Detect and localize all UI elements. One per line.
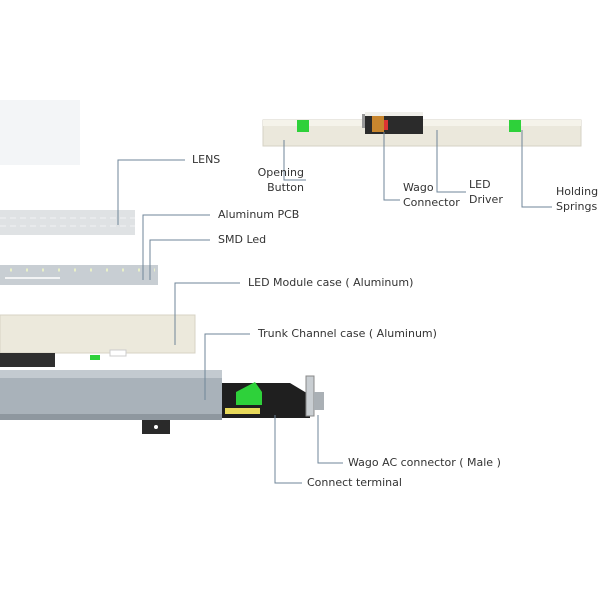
lens-part bbox=[0, 210, 135, 235]
label-line: Springs bbox=[556, 200, 598, 213]
label-led-driver: LED Driver bbox=[469, 177, 503, 207]
label-connect-terminal: Connect terminal bbox=[307, 476, 402, 489]
label-line: Connector bbox=[403, 196, 460, 209]
label-line: Driver bbox=[469, 193, 503, 206]
label-smd-led: SMD Led bbox=[218, 233, 267, 246]
label-opening-button: Opening Button bbox=[252, 165, 304, 195]
label-aluminum-pcb: Aluminum PCB bbox=[218, 208, 300, 221]
label-lens: LENS bbox=[192, 153, 221, 166]
led-module-case-part bbox=[0, 314, 196, 367]
label-led-module-case: LED Module case ( Aluminum) bbox=[248, 276, 414, 289]
pcb-part bbox=[0, 265, 158, 285]
wago-connector-part bbox=[372, 116, 384, 132]
trunk-channel-part bbox=[0, 370, 324, 434]
label-line: Button bbox=[267, 181, 304, 194]
label-holding-springs: Holding Springs bbox=[556, 184, 598, 214]
label-trunk-channel-case: Trunk Channel case ( Aluminum) bbox=[258, 327, 437, 340]
spring-clip-left bbox=[297, 120, 309, 132]
label-line: Holding bbox=[556, 185, 599, 198]
label-line: LED bbox=[469, 178, 491, 191]
label-wago-connector: Wago Connector bbox=[403, 180, 460, 210]
label-wago-ac-connector: Wago AC connector ( Male ) bbox=[348, 456, 501, 469]
leader-lines bbox=[117, 130, 552, 484]
background-patch bbox=[0, 100, 80, 165]
label-line: Wago bbox=[403, 181, 434, 194]
driver-tray bbox=[262, 112, 582, 147]
label-line: Opening bbox=[257, 166, 304, 179]
spring-clip-right bbox=[509, 120, 521, 132]
